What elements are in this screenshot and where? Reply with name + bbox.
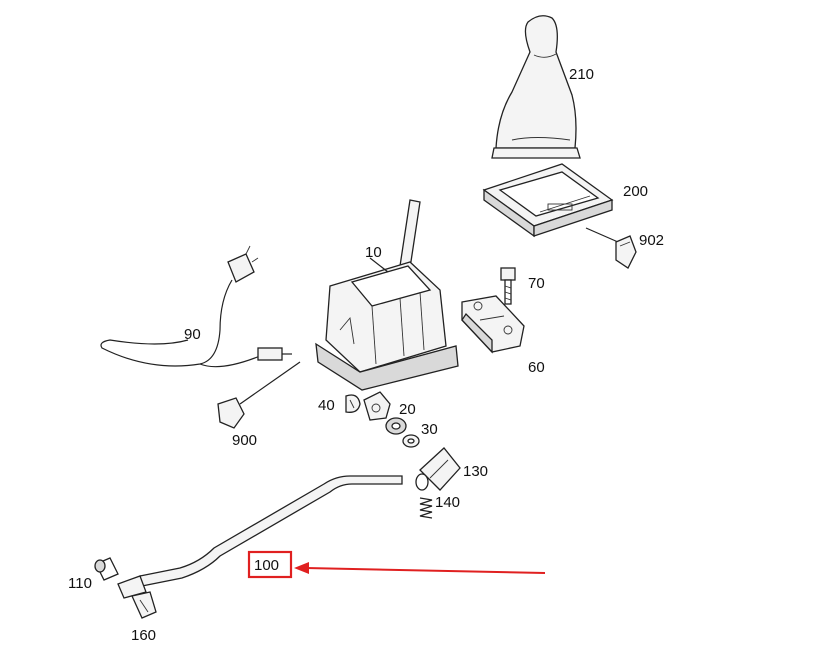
highlight-arrow-line (305, 567, 546, 574)
label-40: 40 (318, 397, 335, 414)
part-900-clip[interactable] (217, 361, 301, 429)
part-60-bracket[interactable] (461, 295, 525, 354)
part-100-shift-cable[interactable] (139, 475, 403, 587)
label-110: 110 (68, 575, 92, 592)
label-130: 130 (463, 463, 488, 480)
label-30: 30 (421, 421, 438, 438)
highlight-100: 100 (247, 550, 546, 579)
label-90: 90 (184, 326, 201, 343)
label-900: 900 (232, 432, 257, 449)
part-70-bolt[interactable] (500, 267, 516, 305)
part-902-clip[interactable] (585, 227, 637, 269)
label-70: 70 (528, 275, 545, 292)
part-90-cable[interactable] (100, 245, 292, 368)
part-40-circlip[interactable] (345, 394, 361, 413)
label-10: 10 (365, 244, 382, 261)
part-10-gear-selector[interactable] (315, 199, 459, 391)
part-210-shift-boot[interactable] (491, 15, 581, 159)
highlight-box (247, 550, 293, 579)
label-20: 20 (399, 401, 416, 418)
part-30-washer[interactable] (402, 434, 420, 448)
highlight-arrow-head (294, 562, 309, 574)
part-140-spring[interactable] (419, 497, 433, 519)
label-160: 160 (131, 627, 156, 644)
label-210: 210 (569, 66, 594, 83)
part-20-bushing[interactable] (385, 417, 407, 435)
part-110-cap[interactable] (94, 557, 119, 581)
label-140: 140 (435, 494, 460, 511)
label-902: 902 (639, 232, 664, 249)
part-200-console-trim[interactable] (482, 163, 614, 238)
selector-lever (363, 391, 391, 421)
part-160-clip[interactable] (117, 575, 157, 619)
label-100[interactable]: 100 (254, 557, 279, 574)
label-60: 60 (528, 359, 545, 376)
label-200: 200 (623, 183, 648, 200)
part-130-boot[interactable] (415, 447, 461, 491)
